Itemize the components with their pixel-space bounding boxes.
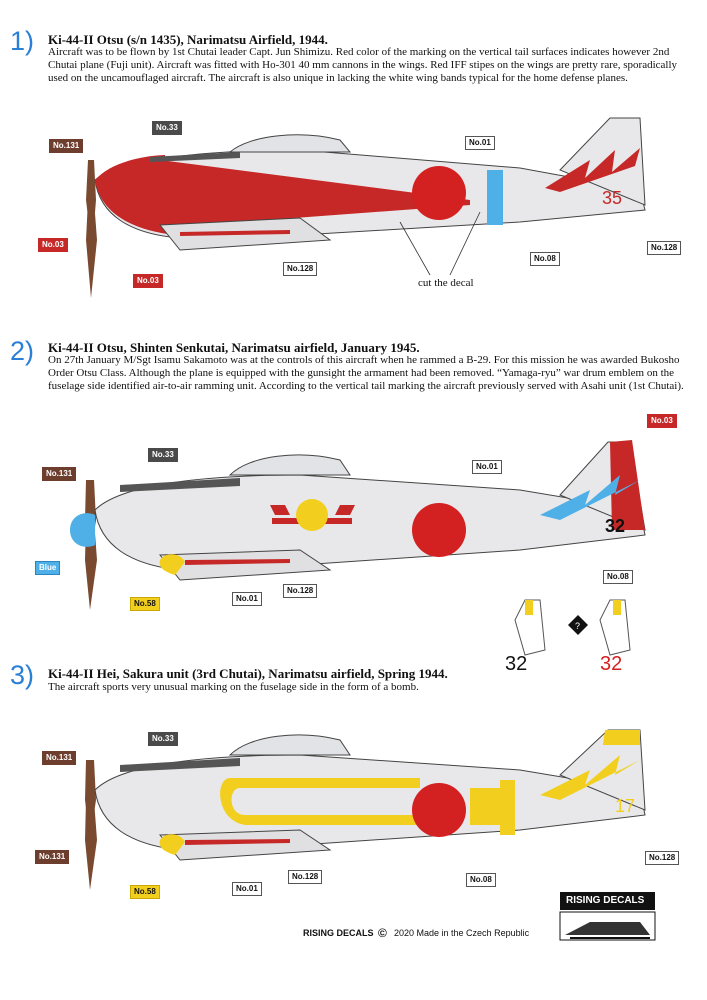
svg-text:?: ? (575, 621, 580, 631)
aircraft-profile-1: 35 (86, 117, 646, 298)
profile-number: 3) (10, 660, 35, 690)
tail-number: 32 (605, 516, 625, 536)
profile-description: The aircraft sports very unusual marking… (48, 681, 419, 693)
label-no128: No.128 (288, 870, 323, 884)
label-no03: No.03 (647, 414, 677, 428)
footer-made-in: 2020 Made in the Czech Republic (394, 928, 530, 938)
cut-decal-note: cut the decal (418, 277, 474, 289)
label-no131: No.131 (42, 751, 77, 765)
label-no131: No.131 (35, 850, 70, 864)
profile-2: 2) Ki-44-II Otsu, Shinten Senkutai, Nari… (0, 330, 707, 675)
label-no128: No.128 (283, 584, 318, 598)
profile-3: 3) Ki-44-II Hei, Sakura unit (3rd Chutai… (0, 660, 707, 1000)
label-no08: No.08 (603, 570, 633, 584)
label-no131: No.131 (42, 467, 77, 481)
footer-copyright-symbol: © (378, 926, 387, 940)
tail-number: 17 (615, 796, 635, 816)
label-no33: No.33 (148, 448, 178, 462)
footer-brand: RISING DECALS (303, 928, 374, 938)
aircraft-profile-3: 17 (85, 729, 656, 941)
label-blue: Blue (35, 561, 61, 575)
label-no33: No.33 (152, 121, 182, 135)
variant-number-red: 32 (600, 653, 622, 675)
label-no08: No.08 (530, 252, 560, 266)
label-no01: No.01 (472, 460, 502, 474)
variant-number-black: 32 (505, 653, 527, 675)
aircraft-profile-2: ? 32 32 32 (70, 440, 646, 675)
label-no01: No.01 (465, 136, 495, 150)
label-no128: No.128 (647, 241, 682, 255)
label-no33: No.33 (148, 732, 178, 746)
label-no01: No.01 (232, 882, 262, 896)
label-no128: No.128 (283, 262, 318, 276)
label-no03: No.03 (133, 274, 163, 288)
profile-title: Ki-44-II Otsu (s/n 1435), Narimatsu Airf… (48, 32, 328, 47)
label-no08: No.08 (466, 873, 496, 887)
label-no01: No.01 (232, 592, 262, 606)
tail-number: 35 (602, 188, 622, 208)
profile-title: Ki-44-II Otsu, Shinten Senkutai, Narimat… (48, 340, 420, 355)
profile-1: 1) Ki-44-II Otsu (s/n 1435), Narimatsu A… (0, 0, 707, 330)
label-no58: No.58 (130, 597, 160, 611)
profile-description: Aircraft was to be flown by 1st Chutai l… (48, 46, 678, 84)
label-no131: No.131 (49, 139, 84, 153)
profile-number: 2) (10, 336, 35, 366)
profile-number: 1) (10, 26, 35, 56)
rising-decals-logo: RISING DECALS (566, 895, 645, 906)
label-no58: No.58 (130, 885, 160, 899)
label-no128: No.128 (645, 851, 680, 865)
label-no03: No.03 (38, 238, 68, 252)
profile-description: On 27th January M/Sgt Isamu Sakamoto was… (48, 354, 684, 392)
profile-title: Ki-44-II Hei, Sakura unit (3rd Chutai), … (48, 666, 448, 681)
